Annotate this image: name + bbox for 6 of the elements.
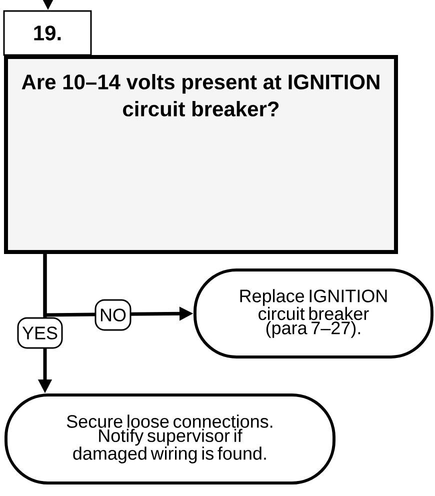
question-box: Are 10–14 volts present at IGNITION circuit breaker? <box>4 55 398 254</box>
action-terminal: Replace IGNITION circuit breaker (para 7–27). <box>194 268 434 358</box>
edge-label: YES <box>17 317 63 349</box>
step-number-box: 19. <box>3 10 92 56</box>
edge-label: NO <box>94 299 132 331</box>
action-terminal: Secure loose connections. Notify supervisor if damaged wiring is found. <box>4 394 336 484</box>
